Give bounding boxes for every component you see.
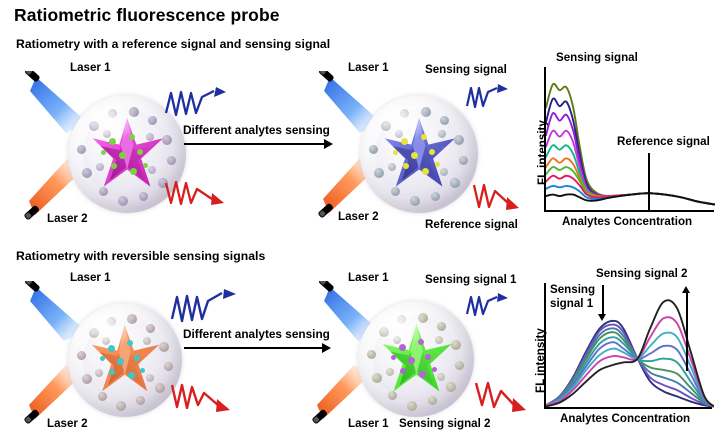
- row2-left-laser2-label: Laser 2: [47, 417, 88, 430]
- row2-right-sensing-wave-2: [474, 381, 526, 412]
- chart-row2-yaxis: [544, 283, 547, 409]
- particle-core: [86, 322, 164, 397]
- row1-sensing-wave-top: [164, 87, 226, 117]
- sphere-highlight: [378, 105, 431, 141]
- chart-row2: FL intensity Sensing signal 1 Sensing si…: [520, 265, 715, 435]
- sphere-highlight: [86, 313, 137, 348]
- row1-reference-wave-bottom: [164, 180, 224, 206]
- row1-sensing-signal-label: Sensing signal: [425, 63, 507, 76]
- particle-core: [87, 115, 167, 193]
- row2-arrow-label: Different analytes sensing: [183, 327, 330, 341]
- row1-right-sensing-wave: [465, 84, 508, 109]
- row1-transform-arrow-head: [324, 139, 333, 149]
- row2-right-laser2-label: Laser 1: [348, 417, 389, 430]
- row2-sensing-signal1-label: Sensing signal 1: [425, 273, 517, 286]
- row2-left-probe: Laser 1 Laser 2: [20, 265, 200, 437]
- row1-arrow-label: Different analytes sensing: [183, 123, 330, 137]
- row2-panel: Laser 1 Laser 2: [0, 265, 715, 439]
- chart-row2-annotation-sensing1-line1: Sensing: [550, 283, 596, 296]
- series-curve-3: [546, 112, 715, 206]
- chart-row2-xlabel: Analytes Concentration: [560, 412, 691, 425]
- row2-sensing-wave-top: [170, 289, 236, 323]
- row1-right-nanoparticle: [360, 95, 478, 213]
- particle-core: [379, 115, 459, 193]
- row1-left-laser2-label: Laser 2: [47, 212, 88, 225]
- row2-left-laser1-label: Laser 1: [70, 271, 111, 284]
- row2-right-nanoparticle: [358, 301, 474, 417]
- chart-row2-xaxis: [544, 407, 712, 410]
- chart-row1-xlabel: Analytes Concentration: [562, 215, 693, 228]
- row1-reference-signal-label: Reference signal: [425, 218, 518, 231]
- row1-right-laser1-label: Laser 1: [348, 61, 389, 74]
- row2-right-sensing-wave-1: [465, 293, 508, 317]
- row2-sensing-signal2-label: Sensing signal 2: [399, 417, 491, 430]
- chart-row1-plot: [546, 82, 715, 206]
- row2-heading: Ratiometry with reversible sensing signa…: [16, 249, 266, 263]
- row2-left-nanoparticle: [68, 303, 182, 417]
- row1-left-probe: Laser 1 Laser 2: [20, 55, 200, 235]
- particle-core: [377, 321, 456, 398]
- sphere-highlight: [376, 311, 428, 347]
- series-curve-6: [546, 341, 714, 408]
- row1-left-nanoparticle: [68, 95, 186, 213]
- chart-row1-yaxis: [544, 67, 547, 212]
- row1-heading: Ratiometry with a reference signal and s…: [16, 37, 331, 51]
- row1-right-probe: Laser 1 Laser 2: [318, 55, 520, 235]
- row1-panel: Laser 1 Laser 2: [0, 51, 715, 240]
- chart-row1-annotation-sensing: Sensing signal: [556, 51, 638, 64]
- row2-sensing-wave-bottom: [170, 383, 230, 412]
- chart-row2-annotation-sensing1-line2: signal 1: [550, 297, 594, 310]
- row1-left-laser1-label: Laser 1: [70, 61, 111, 74]
- figure-title: Ratiometric fluorescence probe: [14, 5, 280, 25]
- chart-row2-up-arrow-shaft: [686, 293, 689, 371]
- chart-row2-up-arrow-head: [682, 286, 690, 293]
- series-curve-7: [546, 331, 714, 408]
- chart-row2-plot: [546, 299, 714, 408]
- chart-row2-down-arrow-head: [598, 314, 606, 321]
- chart-row1-xaxis: [544, 210, 714, 213]
- chart-row1: FL intensity Sensing signal Reference si…: [520, 51, 715, 240]
- row1-right-reference-wave: [472, 183, 519, 210]
- row2-right-probe: Laser 1 Laser 1: [312, 265, 518, 437]
- row2-right-laser1-label: Laser 1: [348, 271, 389, 284]
- series-curve-8: [546, 316, 714, 408]
- series-curve-9: [546, 299, 714, 408]
- row1-transform-arrow-line: [184, 143, 325, 146]
- row2-transform-arrow-head: [322, 343, 331, 353]
- row1-right-laser2-label: Laser 2: [338, 210, 379, 223]
- chart-row1-annotation-reference: Reference signal: [617, 135, 710, 148]
- series-curve-4: [546, 331, 714, 408]
- chart-row1-reference-marker: [648, 153, 651, 211]
- series-curve-5: [546, 144, 715, 206]
- sphere-highlight: [86, 105, 139, 141]
- row2-transform-arrow-line: [184, 347, 323, 350]
- chart-row2-down-arrow-shaft: [602, 285, 605, 315]
- series-curve-6: [546, 157, 715, 206]
- series-curve-10: [546, 192, 715, 206]
- chart-row2-annotation-sensing2: Sensing signal 2: [596, 267, 688, 280]
